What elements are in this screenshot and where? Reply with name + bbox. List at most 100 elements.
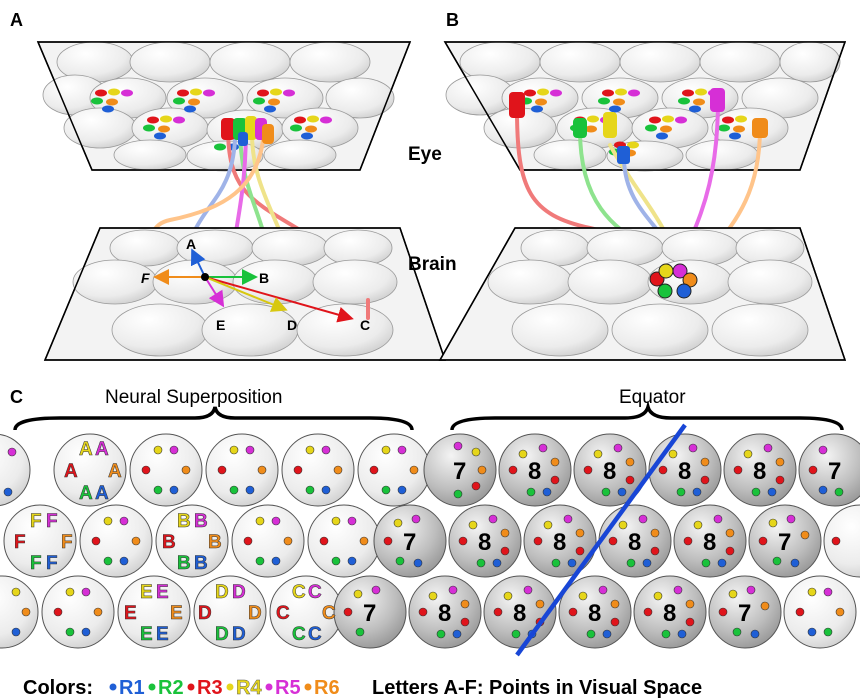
svg-text:7: 7: [453, 458, 466, 485]
equator-line: [515, 423, 687, 657]
svg-text:8: 8: [663, 600, 676, 627]
point-e-label: E: [216, 317, 225, 333]
equator-brace: [450, 400, 844, 431]
svg-text:8: 8: [528, 458, 541, 485]
point-b-label: B: [259, 270, 269, 286]
svg-text:D: D: [232, 582, 246, 603]
svg-text:C: C: [322, 603, 336, 624]
svg-text:E: E: [140, 582, 153, 603]
svg-text:C: C: [292, 624, 306, 645]
svg-text:B: B: [194, 511, 208, 532]
equator-label: Equator: [619, 387, 686, 408]
svg-text:8: 8: [553, 529, 566, 556]
panel-b: [438, 41, 847, 361]
panel-letter-c: C: [10, 387, 23, 407]
legend-r6-label: R6: [314, 677, 340, 698]
svg-text:F: F: [61, 532, 73, 553]
panel-a: Eye A B C D E: [36, 41, 457, 361]
svg-text:7: 7: [828, 458, 841, 485]
svg-text:8: 8: [603, 458, 616, 485]
svg-text:A: A: [79, 483, 93, 504]
svg-text:A: A: [108, 461, 122, 482]
svg-text:B: B: [177, 511, 191, 532]
point-d-label: D: [287, 317, 297, 333]
svg-text:B: B: [208, 532, 222, 553]
legend-r6-swatch: [304, 683, 312, 691]
svg-text:E: E: [156, 624, 169, 645]
svg-text:C: C: [308, 624, 322, 645]
svg-text:E: E: [170, 603, 183, 624]
svg-text:8: 8: [703, 529, 716, 556]
legend: Colors: R1 R2 R3 R4 R5 R6 Letters A-F: P…: [23, 677, 702, 698]
svg-text:D: D: [198, 603, 212, 624]
svg-text:7: 7: [738, 600, 751, 627]
svg-text:F: F: [46, 511, 58, 532]
svg-text:F: F: [46, 553, 58, 574]
svg-text:D: D: [248, 603, 262, 624]
legend-r5-swatch: [265, 683, 273, 691]
eye-label: Eye: [408, 144, 442, 165]
rhabdomere-cylinders-b: [509, 88, 768, 164]
svg-text:B: B: [194, 553, 208, 574]
svg-text:D: D: [232, 624, 246, 645]
visual-point-labels: A B C D E F: [141, 236, 370, 333]
legend-r5-label: R5: [275, 677, 301, 698]
svg-text:8: 8: [513, 600, 526, 627]
svg-text:F: F: [14, 532, 26, 553]
svg-text:A: A: [79, 439, 93, 460]
svg-text:E: E: [140, 624, 153, 645]
legend-r2-label: R2: [158, 677, 184, 698]
svg-text:C: C: [292, 582, 306, 603]
rhabdomere-cylinders-a: [221, 116, 274, 146]
svg-text:8: 8: [438, 600, 451, 627]
point-vectors: [153, 248, 354, 323]
svg-text:7: 7: [403, 529, 416, 556]
legend-colors-label: Colors:: [23, 677, 93, 698]
svg-text:8: 8: [753, 458, 766, 485]
legend-r4-swatch: [226, 683, 234, 691]
cartridge-numbers: 7 8 8 8 8 7 7 8 8 8 8 7 7 8 8 8 8 7: [363, 458, 841, 627]
brain-label: Brain: [408, 254, 457, 275]
svg-text:A: A: [95, 483, 109, 504]
cartridge-dots: [3, 441, 845, 639]
svg-text:8: 8: [478, 529, 491, 556]
neural-superposition-brace: [13, 406, 414, 431]
svg-text:F: F: [30, 511, 42, 532]
panel-c: Neural Superposition Equator: [0, 387, 860, 657]
legend-r3-label: R3: [197, 677, 223, 698]
eye-a-rhabdomeres: [91, 88, 332, 151]
panel-letter-a: A: [10, 10, 23, 30]
svg-text:E: E: [124, 603, 137, 624]
svg-text:8: 8: [628, 529, 641, 556]
legend-letters-note: Letters A-F: Points in Visual Space: [372, 677, 702, 698]
legend-r2-swatch: [148, 683, 156, 691]
neural-superposition-label: Neural Superposition: [105, 387, 282, 408]
svg-text:F: F: [30, 553, 42, 574]
svg-text:A: A: [95, 439, 109, 460]
legend-r1-label: R1: [119, 677, 145, 698]
svg-text:8: 8: [588, 600, 601, 627]
legend-r3-swatch: [187, 683, 195, 691]
svg-text:C: C: [308, 582, 322, 603]
svg-text:B: B: [177, 553, 191, 574]
brain-sheet-b: [438, 227, 847, 361]
svg-text:7: 7: [363, 600, 376, 627]
eye-sheet-b: [443, 41, 847, 172]
point-f-label: F: [141, 270, 150, 286]
panel-letter-b: B: [446, 10, 459, 30]
svg-text:D: D: [215, 582, 229, 603]
svg-text:D: D: [215, 624, 229, 645]
point-c-label: C: [360, 317, 370, 333]
svg-text:C: C: [276, 603, 290, 624]
point-a-label: A: [186, 236, 196, 252]
legend-r4-label: R4: [236, 677, 262, 698]
legend-r1-swatch: [109, 683, 117, 691]
svg-text:A: A: [64, 461, 78, 482]
